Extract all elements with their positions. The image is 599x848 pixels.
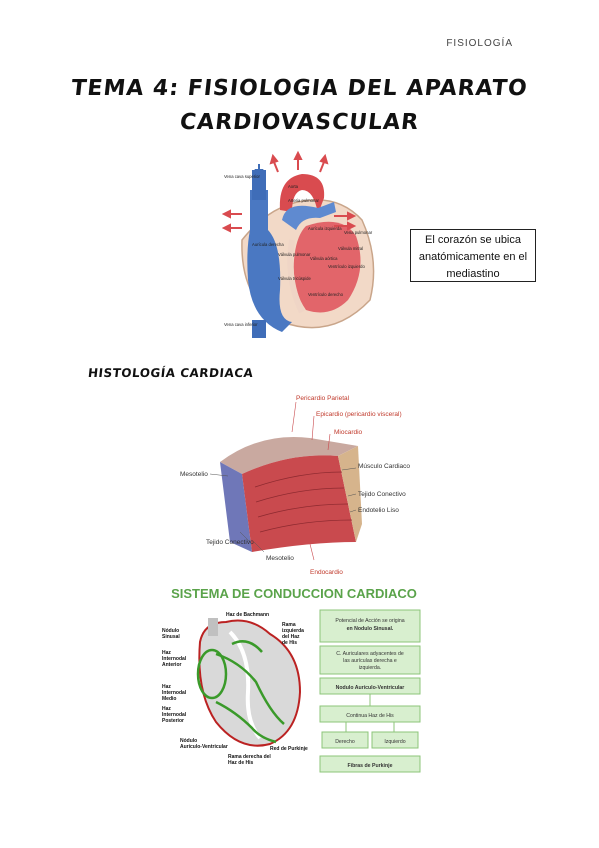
conduction-label-rama-der-0: Rama derecha del: [228, 754, 271, 760]
conduction-label-haz-posterior-1: Internodal: [162, 712, 187, 718]
conduction-label-nodulo-av-0: Nódulo: [180, 738, 197, 744]
conduction-label-nodulo-sinusal-1: Sinusal: [162, 634, 180, 640]
conduction-label-nodulo-av-1: Aurículo-Ventricular: [180, 744, 228, 750]
conduction-label-purkinje-red: Red de Purkinje: [270, 746, 308, 752]
heart-label-left-atrium: Aurícula izquierda: [308, 226, 342, 231]
section-heading-histology: HISTOLOGÍA CARDIACA: [87, 366, 255, 380]
heart-label-left-ventricle: Ventrículo izquierdo: [328, 264, 365, 269]
conduction-label-rama-izq-2: del Haz: [282, 634, 300, 640]
header-section: FISIOLOGÍA: [446, 38, 513, 49]
histology-label-miocardio: Miocardio: [334, 429, 363, 436]
heart-label-aorta: Aorta: [288, 184, 299, 189]
anatomy-callout-box: El corazón se ubica anatómicamente en el…: [410, 229, 536, 282]
conduction-label-nodulo-sinusal-0: Nódulo: [162, 628, 179, 634]
heart-anatomy-figure: Vena cava superior Aorta Arteria pulmona…: [222, 150, 375, 338]
flow-box2-line2: las aurículas derecha e: [343, 658, 397, 664]
conduction-label-haz-medio-0: Haz: [162, 684, 171, 690]
heart-label-aortic: Válvula aórtica: [310, 256, 338, 261]
conduction-label-haz-medio-2: Medio: [162, 696, 176, 702]
flow-box3: Nodulo Aurículo-Ventricular: [336, 685, 405, 691]
flow-box1-line2: en Nodulo Sinusal.: [347, 626, 394, 632]
flow-box5a: Derecho: [335, 739, 355, 745]
flow-box5b: Izquierdo: [384, 739, 405, 745]
heart-label-right-ventricle: Ventrículo derecho: [308, 292, 344, 297]
conduction-label-haz-anterior-1: Internodal: [162, 656, 187, 662]
flow-box6: Fibras de Purkinje: [348, 763, 393, 769]
heart-label-pulmonary-valve: Válvula pulmonar: [278, 252, 311, 257]
heart-label-svc: Vena cava superior: [224, 174, 260, 179]
histology-label-mesotelio-top: Mesotelio: [180, 471, 208, 478]
histology-label-endocardio: Endocardio: [310, 569, 343, 576]
conduction-label-rama-izq-1: izquierda: [282, 628, 304, 634]
histology-label-tejido-conectivo-left: Tejido Conectivo: [206, 539, 254, 546]
heart-label-ivc: Vena cava inferior: [224, 322, 258, 327]
page-title-line2: CARDIOVASCULAR: [178, 110, 421, 135]
histology-label-musculo: Músculo Cardiaco: [358, 463, 410, 470]
conduction-label-bachmann: Haz de Bachmann: [226, 612, 269, 618]
histology-label-mesotelio-bottom: Mesotelio: [266, 555, 294, 562]
heart-label-pulm-vein: Vena pulmonar: [344, 230, 373, 235]
heart-label-tricuspid: Válvula tricúspide: [278, 276, 311, 281]
histology-label-epicardio: Epicardio (pericardio visceral): [316, 411, 402, 418]
conduction-label-rama-izq-0: Rama: [282, 622, 296, 628]
conduction-label-haz-posterior-2: Posterior: [162, 718, 184, 724]
histology-label-pericardio-parietal: Pericardio Parietal: [296, 395, 350, 402]
heart-label-mitral: Válvula mitral: [338, 246, 363, 251]
conduction-label-rama-der-1: Haz de His: [228, 760, 254, 766]
page-title-line1: TEMA 4: FISIOLOGIA DEL APARATO: [70, 76, 529, 101]
histology-figure: Pericardio Parietal Epicardio (pericardi…: [180, 395, 410, 576]
histology-label-tejido-conectivo-right: Tejido Conectivo: [358, 491, 406, 498]
conduction-label-haz-anterior-2: Anterior: [162, 662, 182, 668]
heart-label-pulm-artery: Arteria pulmonar: [288, 198, 320, 203]
flow-box1-line1: Potencial de Acción se origina: [335, 618, 404, 624]
conduction-label-rama-izq-3: de His: [282, 640, 297, 646]
histology-label-endotelio: Endotelio Liso: [358, 507, 399, 514]
conduction-label-haz-medio-1: Internodal: [162, 690, 187, 696]
flow-box2-line1: C. Auriculares adyacentes de: [336, 651, 404, 657]
conduction-label-haz-posterior-0: Haz: [162, 706, 171, 712]
conduction-title: SISTEMA DE CONDUCCION CARDIACO: [171, 586, 417, 601]
heart-label-right-atrium: Aurícula derecha: [252, 242, 284, 247]
conduction-label-haz-anterior-0: Haz: [162, 650, 171, 656]
flow-box4: Continua Haz de His: [346, 713, 394, 719]
conduction-system-figure: SISTEMA DE CONDUCCION CARDIACO Haz de Ba…: [162, 586, 421, 773]
flow-box2-line3: izquierda.: [359, 665, 382, 671]
